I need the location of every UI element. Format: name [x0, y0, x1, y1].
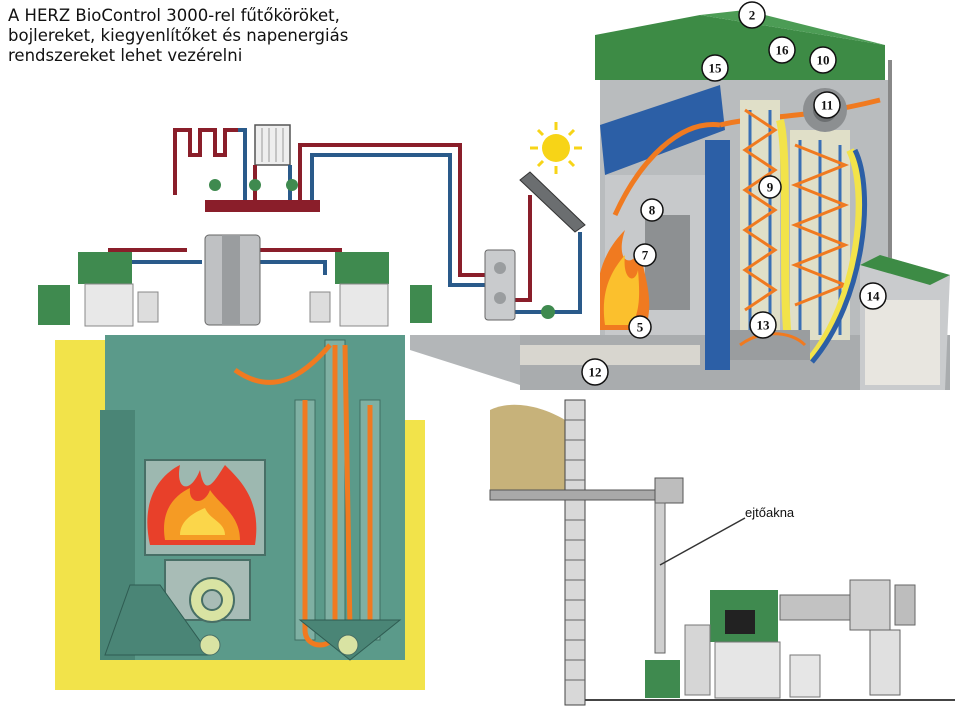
part-number: 12: [589, 365, 602, 380]
part-number: 2: [749, 8, 756, 23]
part-number: 10: [817, 53, 830, 68]
part-number: 14: [867, 289, 881, 304]
part-number: 16: [776, 43, 790, 58]
diagram-title: A HERZ BioControl 3000-rel fűtőköröket, …: [8, 6, 478, 66]
part-number: 15: [709, 61, 723, 76]
heating-circuit-schematic: [0, 80, 600, 335]
title-line-2: bojlereket, kiegyenlítőket és napenergiá…: [8, 26, 349, 45]
part-number: 5: [637, 320, 644, 335]
sun-icon: [530, 122, 582, 174]
title-line-1: A HERZ BioControl 3000-rel fűtőköröket,: [8, 6, 340, 25]
part-numbers: 2 15 16 10 11 9 8 7 14 5 13 12: [581, 1, 887, 386]
part-number: 7: [642, 248, 649, 263]
part-number: 9: [767, 180, 774, 195]
combustion-chamber-closeup: [55, 335, 425, 690]
chute-label: ejtőakna: [745, 505, 795, 520]
title-line-3: rendszereket lehet vezérelni: [8, 46, 243, 65]
boiler-cutaway-illustration: 2 15 16 10 11 9 8 7 14 5 13 12: [410, 1, 950, 390]
part-number: 11: [821, 98, 833, 113]
fuel-silo-feed-diagram: ejtőakna: [489, 399, 955, 706]
part-number: 8: [649, 203, 656, 218]
part-number: 13: [757, 318, 771, 333]
